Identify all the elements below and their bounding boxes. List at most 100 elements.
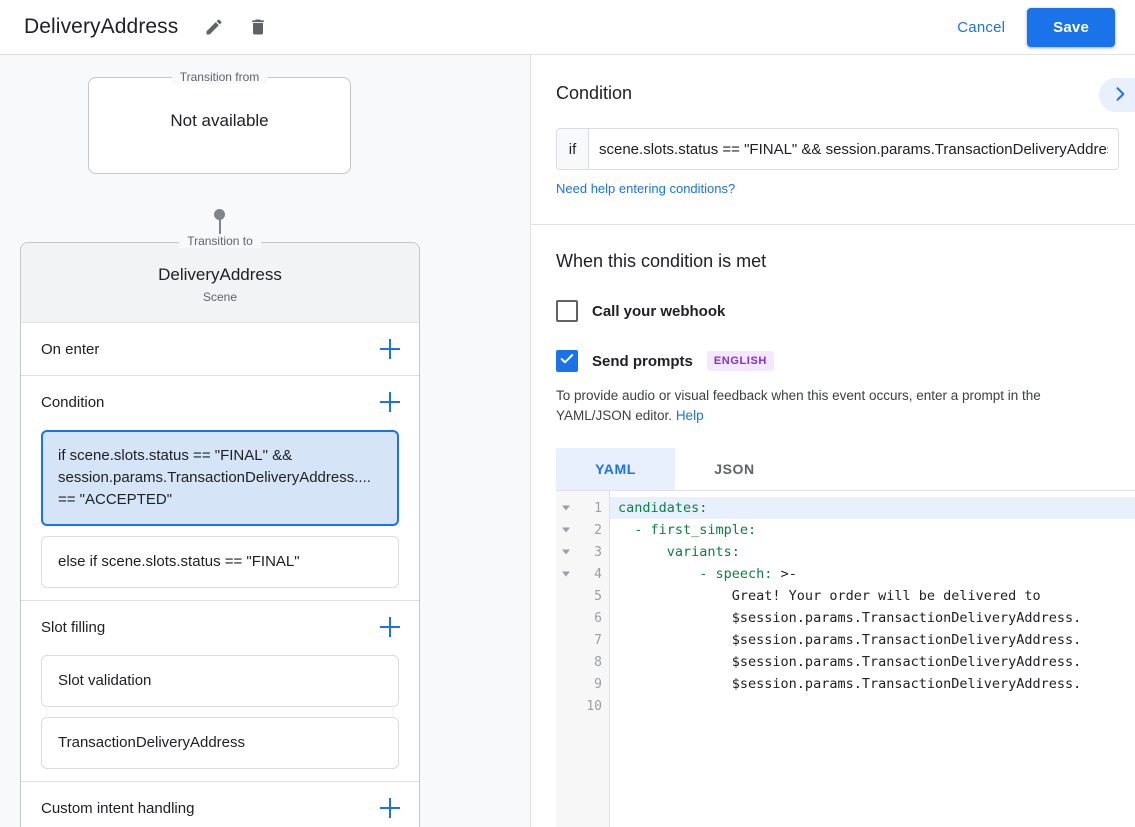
condition-panel: Condition if Need help entering conditio…	[531, 55, 1135, 225]
yaml-key-token: variants:	[618, 544, 740, 560]
header-actions: Cancel Save	[941, 7, 1135, 47]
condition-heading: Condition	[556, 83, 633, 103]
transition-from-value: Not available	[170, 111, 269, 130]
editor-gutter: 1 2 3 4 5 6 7 8 9 10	[556, 491, 610, 827]
line-number: 8	[594, 654, 602, 670]
gutter-line-7: 7	[556, 629, 609, 651]
when-met-heading: When this condition is met	[556, 251, 767, 271]
send-prompts-row: Send prompts ENGLISH	[556, 350, 1110, 372]
add-condition-button[interactable]	[379, 391, 401, 413]
line-number: 7	[594, 632, 602, 648]
scene-subtitle: Scene	[202, 290, 238, 304]
condition-list: if scene.slots.status == "FINAL" && sess…	[21, 428, 419, 600]
code-line-7: $session.params.TransactionDeliveryAddre…	[610, 629, 1135, 651]
delete-button[interactable]	[242, 11, 274, 43]
section-on-enter: On enter	[21, 323, 419, 376]
scene-card: DeliveryAddress Scene On enter Condition…	[20, 242, 420, 827]
trash-icon	[248, 17, 268, 37]
line-number: 4	[594, 566, 602, 582]
list-item[interactable]: if scene.slots.status == "FINAL" && sess…	[41, 430, 399, 526]
send-prompts-label: Send prompts	[592, 352, 693, 370]
code-line-2: - first_simple:	[610, 519, 1135, 541]
save-button[interactable]: Save	[1027, 7, 1115, 47]
line-number: 3	[594, 544, 602, 560]
scene-header: DeliveryAddress Scene	[21, 243, 419, 323]
line-number: 6	[594, 610, 602, 626]
gutter-line-10: 10	[556, 695, 609, 717]
section-header-slot-filling: Slot filling	[21, 601, 419, 653]
section-title-slot-filling: Slot filling	[41, 618, 106, 636]
section-slot-filling: Slot filling Slot validation Transaction…	[21, 601, 419, 782]
checkmark-icon	[559, 351, 575, 372]
expand-panel-button[interactable]	[1099, 78, 1135, 112]
left-pane: Transition from Not available Transition…	[0, 55, 530, 827]
yaml-value-token: $session.params.TransactionDeliveryAddre…	[618, 610, 1082, 626]
code-line-1: candidates:	[610, 497, 1135, 519]
section-title-custom-intent: Custom intent handling	[41, 799, 195, 817]
gutter-line-3: 3	[556, 541, 609, 563]
yaml-value-token: >-	[780, 566, 797, 582]
code-line-8: $session.params.TransactionDeliveryAddre…	[610, 651, 1135, 673]
line-number: 5	[594, 588, 602, 604]
section-custom-intent-handling: Custom intent handling	[21, 782, 419, 827]
edit-name-button[interactable]	[198, 11, 230, 43]
condition-input[interactable]	[589, 129, 1118, 169]
add-on-enter-button[interactable]	[379, 338, 401, 360]
tab-json[interactable]: JSON	[675, 448, 794, 490]
section-header-custom-intent: Custom intent handling	[21, 782, 419, 827]
when-condition-met-panel: When this condition is met Call your web…	[531, 225, 1135, 827]
prompts-help-link[interactable]: Help	[675, 408, 704, 423]
yaml-code-editor[interactable]: 1 2 3 4 5 6 7 8 9 10 candidates: - first_simple: …	[556, 490, 1135, 827]
transition-from-box: Transition from Not available	[88, 70, 351, 174]
gutter-line-9: 9	[556, 673, 609, 695]
list-item[interactable]: else if scene.slots.status == "FINAL"	[41, 536, 399, 588]
line-number: 10	[586, 698, 602, 714]
gutter-line-8: 8	[556, 651, 609, 673]
gutter-line-4: 4	[556, 563, 609, 585]
line-number: 9	[594, 676, 602, 692]
code-line-6: $session.params.TransactionDeliveryAddre…	[610, 607, 1135, 629]
yaml-key-token: - first_simple:	[618, 522, 757, 538]
condition-if-label: if	[557, 129, 589, 169]
transition-to-legend: Transition to	[179, 234, 261, 248]
send-prompts-description: To provide audio or visual feedback when…	[556, 386, 1110, 426]
list-item[interactable]: Slot validation	[41, 655, 399, 707]
call-webhook-checkbox[interactable]	[556, 300, 578, 322]
yaml-key-token: - speech:	[618, 566, 781, 582]
line-number: 2	[594, 522, 602, 538]
fold-arrow-icon[interactable]	[562, 571, 570, 577]
add-custom-intent-button[interactable]	[379, 797, 401, 819]
fold-arrow-icon[interactable]	[562, 505, 570, 511]
list-item[interactable]: TransactionDeliveryAddress	[41, 717, 399, 769]
language-badge: ENGLISH	[706, 351, 774, 371]
section-header-on-enter: On enter	[21, 323, 419, 375]
fold-arrow-icon[interactable]	[562, 549, 570, 555]
yaml-value-token: Great! Your order will be delivered to	[618, 588, 1041, 604]
code-line-5: Great! Your order will be delivered to	[610, 585, 1135, 607]
app-header: DeliveryAddress Cancel Save	[0, 0, 1135, 55]
gutter-line-1: 1	[556, 497, 609, 519]
chevron-right-icon	[1110, 84, 1130, 107]
line-number: 1	[594, 500, 602, 516]
fold-arrow-icon[interactable]	[562, 527, 570, 533]
code-line-10	[610, 695, 1135, 717]
section-condition: Condition if scene.slots.status == "FINA…	[21, 376, 419, 601]
gutter-line-5: 5	[556, 585, 609, 607]
connector-dot	[214, 209, 225, 220]
editor-code-area[interactable]: candidates: - first_simple: variants: - …	[610, 491, 1135, 827]
yaml-value-token: $session.params.TransactionDeliveryAddre…	[618, 676, 1082, 692]
send-prompts-checkbox[interactable]	[556, 350, 578, 372]
yaml-value-token: $session.params.TransactionDeliveryAddre…	[618, 654, 1082, 670]
cancel-button[interactable]: Cancel	[941, 10, 1021, 45]
gutter-line-6: 6	[556, 607, 609, 629]
condition-help-link[interactable]: Need help entering conditions?	[556, 181, 736, 196]
webhook-row: Call your webhook	[556, 300, 1110, 322]
editor-tabs: YAML JSON	[556, 448, 1110, 490]
add-slot-filling-button[interactable]	[379, 616, 401, 638]
section-title-on-enter: On enter	[41, 340, 100, 358]
scene-name: DeliveryAddress	[158, 265, 282, 284]
tab-yaml[interactable]: YAML	[556, 448, 675, 490]
pencil-icon	[204, 17, 224, 37]
section-header-condition: Condition	[21, 376, 419, 428]
